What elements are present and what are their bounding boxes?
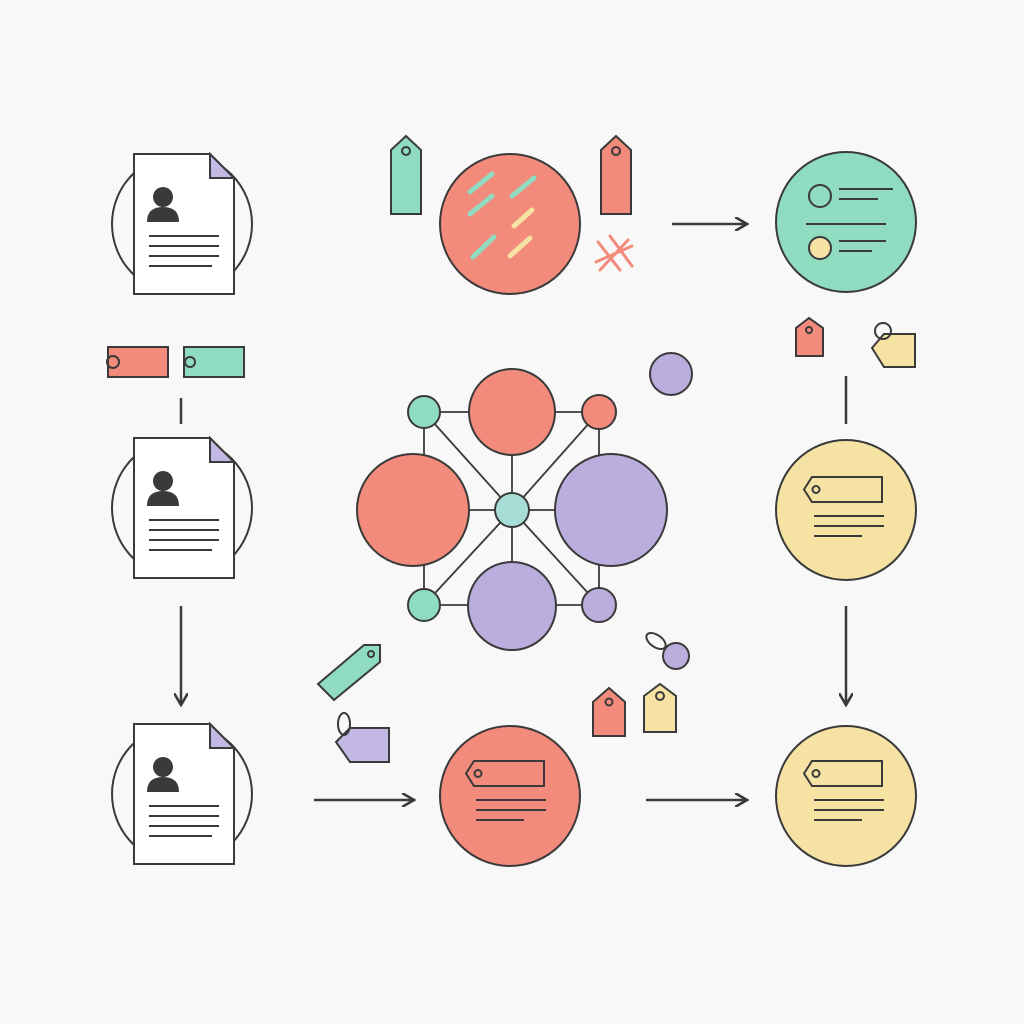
mint-tag-icon: [316, 644, 381, 702]
tag-lavender-charm: [645, 632, 690, 670]
tag-hole-icon: [611, 146, 621, 156]
network-center-node: [494, 492, 530, 528]
tagging-circle: [439, 153, 581, 295]
tag-pair-right: [795, 316, 916, 424]
butter-tag-icon: [643, 682, 677, 733]
tag-loop-icon: [184, 356, 196, 368]
reject-cross-icon: [594, 234, 634, 272]
tag-top-right: [600, 134, 632, 215]
network-node-mint: [407, 395, 441, 429]
tag-loop-icon: [645, 632, 667, 650]
floating-node: [649, 352, 693, 396]
coral-tag-icon: [795, 316, 824, 357]
network-node-coral: [356, 453, 470, 567]
lavender-tag-icon: [334, 727, 390, 763]
network-node-coral: [581, 394, 617, 430]
document-person-icon: [111, 437, 253, 579]
document-top: [111, 153, 253, 295]
charm-icon: [662, 642, 690, 670]
label-circle-shape: [775, 439, 917, 581]
tag-lavender-floating: [334, 712, 390, 763]
network-node-lavender: [554, 453, 668, 567]
coral-tag-icon: [600, 134, 632, 215]
tag-loop-icon: [106, 355, 120, 369]
label-circle-shape: [439, 725, 581, 867]
mint-tag-icon: [183, 346, 245, 378]
list-dot-icon: [808, 236, 832, 260]
tag-pair-left: [106, 346, 245, 424]
network-node-lavender: [467, 561, 557, 651]
document-person-icon: [111, 153, 253, 295]
label-circle-bottom-right: [775, 725, 917, 867]
color-strokes-icon: [467, 171, 537, 260]
coral-tag-icon: [107, 346, 169, 378]
document-bottom: [111, 723, 253, 865]
network-graph: [356, 368, 668, 651]
list-dot-icon: [808, 184, 832, 208]
tag-mint-floating: [316, 644, 381, 702]
sorted-circle-shape: [775, 151, 917, 293]
label-circle-shape: [775, 725, 917, 867]
mint-tag-icon: [390, 134, 422, 215]
network-node-mint: [407, 588, 441, 622]
document-middle: [111, 437, 253, 579]
coral-tag-icon: [592, 686, 626, 737]
tag-loop-icon: [874, 322, 892, 340]
network-node-coral: [468, 368, 556, 456]
label-circle-bottom-center: [439, 725, 581, 867]
sorted-circle: [775, 151, 917, 293]
document-person-icon: [111, 723, 253, 865]
label-circle-middle: [775, 439, 917, 581]
network-node-lavender: [581, 587, 617, 623]
tag-pair-bottom: [592, 682, 677, 737]
tag-loop-icon: [337, 712, 351, 736]
tag-hole-icon: [401, 146, 411, 156]
tag-top-left: [390, 134, 422, 215]
butter-tag-icon: [870, 333, 916, 368]
tagging-circle-shape: [439, 153, 581, 295]
